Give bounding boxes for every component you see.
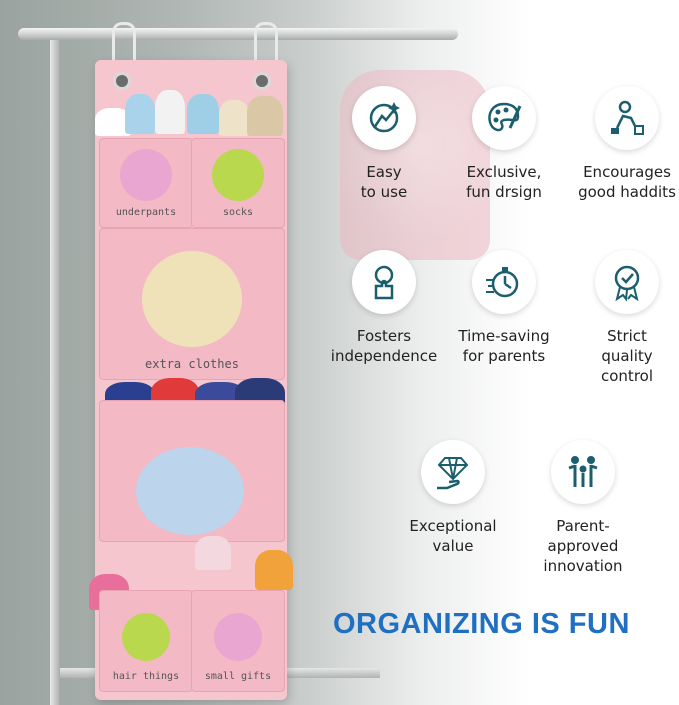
folded-clothes [125,94,155,134]
pocket-extra-clothes: extra clothes [99,228,285,380]
pocket-small-gifts: small gifts [191,590,285,692]
folded-clothes [247,96,283,136]
feature-label: Exclusive, fun drsign [466,163,542,201]
pocket-label: underpants [115,207,177,218]
palette-icon [472,86,536,150]
kangaroo-illustration [142,251,242,347]
feature-exceptional-value: Exceptional value [383,440,523,556]
feature-parent-approved: Parent- approved innovation [513,440,653,576]
feature-exclusive-design: Exclusive, fun drsign [434,86,574,202]
feature-label: Time-saving for parents [458,327,550,365]
sleeping-kangaroo-illustration [136,447,244,535]
grommet-right [253,72,271,90]
stopwatch-icon [472,250,536,314]
feature-label: Easy to use [360,163,408,201]
hanger-hook-right [254,22,278,75]
quality-badge-icon [595,250,659,314]
clothes-rail [18,28,458,40]
feature-label: Encourages good haddits [578,163,676,201]
feature-fosters-independence: Fosters independence [314,250,454,366]
pocket-label: extra clothes [145,357,239,371]
pocket-hair-things: hair things [99,590,193,692]
feature-label: Parent- approved innovation [543,517,623,575]
child-playing-icon [595,86,659,150]
feature-easy-to-use: Easy to use [314,86,454,202]
hanging-organizer: underpants socks extra clothes hair thin… [89,60,293,700]
toy-box [195,536,231,570]
pocket-label: hair things [112,671,180,682]
pocket-underpants: underpants [99,138,193,228]
feature-time-saving: Time-saving for parents [434,250,574,366]
pocket-pyjamas [99,400,285,542]
family-icon [551,440,615,504]
headline: ORGANIZING IS FUN [333,608,630,640]
folded-clothes [187,94,219,134]
grommet-left [113,72,131,90]
diamond-hand-icon [421,440,485,504]
kangaroo-illustration [120,149,172,201]
folded-clothes [155,90,185,134]
hanger-hook-left [112,22,136,75]
feature-good-habits: Encourages good haddits [557,86,679,202]
hand-wash-icon [352,86,416,150]
pocket-label: small gifts [204,671,272,682]
feature-label: Fosters independence [330,327,438,365]
kangaroo-illustration [214,613,262,661]
child-puzzle-icon [352,250,416,314]
rail-pole [50,40,61,705]
folded-clothes [219,100,249,136]
kangaroo-illustration [122,613,170,661]
feature-label: Exceptional value [409,517,497,555]
feature-label: Strict quality control [601,327,653,385]
pocket-socks: socks [191,138,285,228]
kangaroo-illustration [212,149,264,201]
feature-quality-control: Strict quality control [557,250,679,386]
plush-toy [255,550,293,590]
pocket-label: socks [222,207,254,218]
